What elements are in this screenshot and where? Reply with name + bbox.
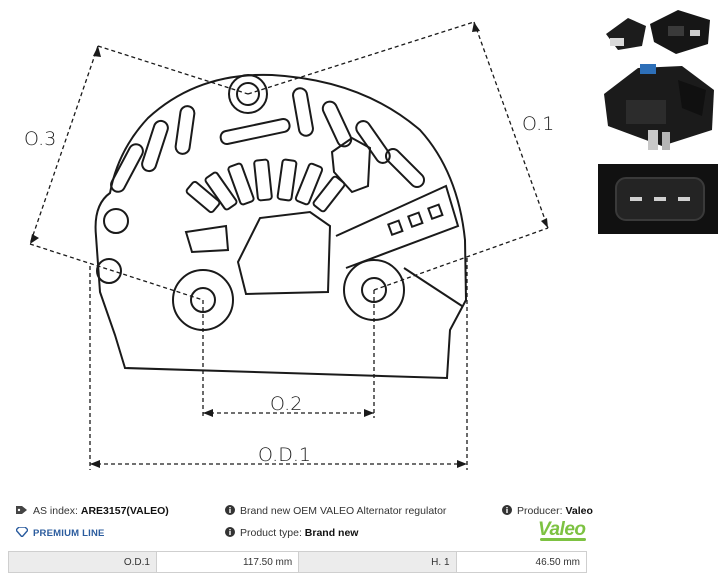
product-photo-top[interactable]: [598, 4, 718, 60]
premium-line-label: PREMIUM LINE: [33, 528, 105, 539]
parameters-table: O.D.1 117.50 mm H. 1 46.50 mm: [8, 551, 588, 573]
mount-hole-top: [228, 74, 268, 114]
as-index-value: ARE3157(VALEO): [80, 505, 169, 517]
brand-logo-underline: [540, 538, 586, 541]
info-icon: [225, 527, 235, 537]
dim-label-od1: O.D.1: [258, 444, 311, 466]
dim-label-o1: O.1: [522, 113, 554, 135]
param-value: 46.50 mm: [455, 551, 588, 573]
technical-drawing: O.3 O.1 O.2 O.D.1: [24, 21, 554, 470]
product-photo-connector[interactable]: [598, 164, 718, 234]
small-hole-lower: [96, 258, 122, 284]
tag-icon: [16, 506, 27, 514]
description-text: Brand new OEM VALEO Alternator regulator: [240, 505, 447, 517]
as-index: AS index: ARE3157(VALEO): [16, 505, 169, 517]
info-icon: [502, 505, 512, 515]
small-hole-left: [103, 208, 129, 234]
product-type-value: Brand new: [304, 527, 359, 539]
brand-logo: Valeo: [538, 519, 586, 540]
premium-line-badge: PREMIUM LINE: [16, 527, 105, 539]
param-value: 117.50 mm: [155, 551, 300, 573]
product-photo-middle[interactable]: [598, 60, 718, 152]
param-label: H. 1: [298, 551, 457, 573]
product-description: Brand new OEM VALEO Alternator regulator: [225, 505, 446, 517]
diamond-icon: [16, 527, 28, 537]
product-type: Product type: Brand new: [225, 527, 358, 539]
producer-value: Valeo: [565, 505, 593, 517]
dim-label-o2: O.2: [270, 393, 302, 415]
producer: Producer: Valeo: [502, 505, 593, 517]
as-index-label: AS index:: [33, 505, 78, 517]
product-type-label: Product type:: [240, 527, 302, 539]
info-icon: [225, 505, 235, 515]
center-plate: [236, 210, 332, 296]
dim-label-o3: O.3: [24, 128, 56, 150]
param-label: O.D.1: [8, 551, 157, 573]
producer-label: Producer:: [517, 505, 563, 517]
table-row: O.D.1 117.50 mm H. 1 46.50 mm: [8, 551, 588, 573]
